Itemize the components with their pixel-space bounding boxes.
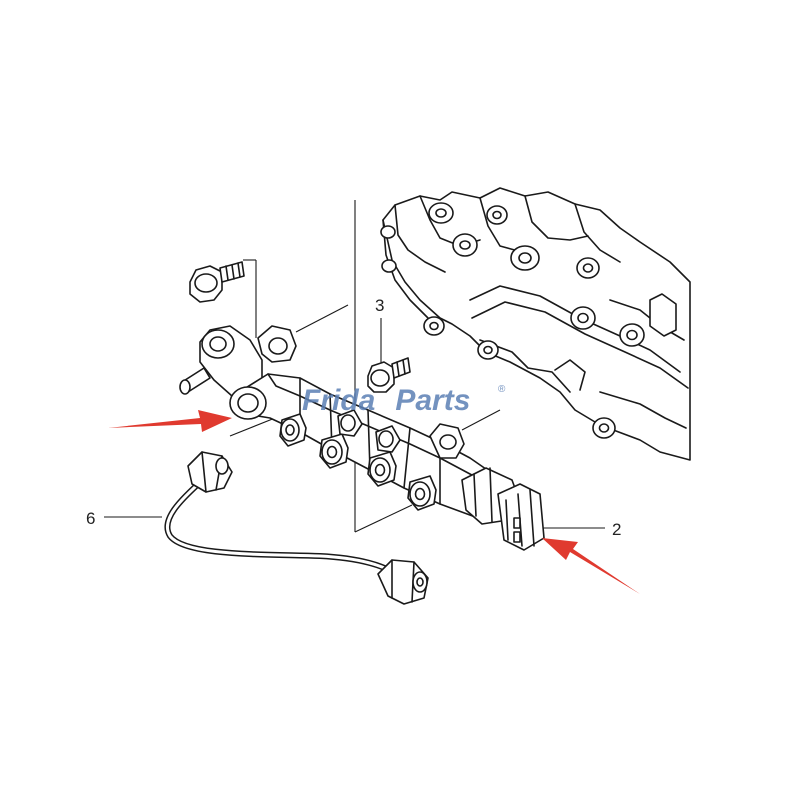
callout-2: 2 — [612, 520, 621, 539]
engine-manifold-casting — [380, 187, 691, 461]
callout-6: 6 — [86, 509, 95, 528]
rail-outlet-5 — [375, 425, 401, 453]
rail-outlet-2 — [319, 433, 349, 469]
fuel-rail-assembly — [179, 325, 501, 519]
watermark: Frida Parts ® — [302, 384, 506, 417]
leader-lines — [104, 200, 605, 533]
rail-pressure-sensor — [461, 467, 545, 551]
red-pointer-arrow-right — [542, 538, 640, 594]
rail-outlet-3 — [367, 451, 397, 487]
rail-outlet-1 — [279, 413, 307, 447]
watermark-text-part2: Parts — [395, 384, 470, 417]
watermark-registered-mark: ® — [498, 384, 506, 395]
callout-3: 3 — [375, 296, 384, 315]
rail-outlet-4 — [407, 475, 437, 511]
high-pressure-fuel-pipe — [164, 451, 429, 605]
red-pointer-arrow-left — [108, 410, 232, 432]
rail-outlet-6 — [337, 409, 363, 437]
flange-bolt-item-3 — [367, 357, 411, 393]
flange-bolt-left — [189, 261, 245, 303]
watermark-text-part1: Frida — [302, 384, 375, 417]
